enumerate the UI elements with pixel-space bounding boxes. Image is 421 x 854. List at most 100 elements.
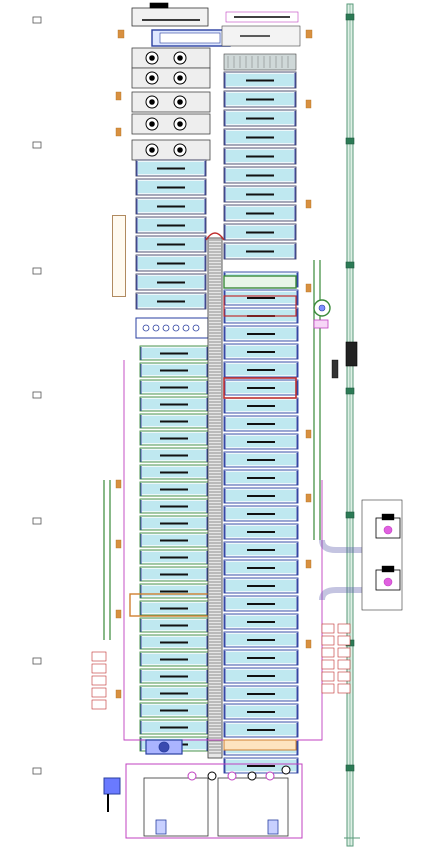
- top-blue-frame-inner: [159, 32, 221, 44]
- column-marker-icon: [32, 267, 42, 275]
- wall-column-marker: [345, 387, 355, 395]
- bottom-enclosure: [125, 763, 303, 839]
- valve-icon: [321, 623, 335, 634]
- column-marker-icon: [32, 141, 42, 149]
- green-pipe-left: [103, 480, 111, 640]
- column-tag: [115, 127, 122, 137]
- fan-hub: [177, 147, 183, 153]
- valve-icon: [337, 683, 351, 694]
- wall-device-icon: [331, 359, 339, 379]
- fan-hub: [177, 121, 183, 127]
- drain-valve-icon: [267, 819, 279, 835]
- valve-icon: [91, 699, 107, 710]
- valve-icon: [337, 647, 351, 658]
- bottom-equipment: [125, 739, 303, 839]
- center-chain-conveyor: [205, 232, 225, 759]
- wall-column-marker: [345, 261, 355, 269]
- fan-hub: [177, 75, 183, 81]
- column-tag: [115, 689, 122, 699]
- duct-upper: [319, 539, 380, 553]
- fan-hub: [149, 99, 155, 105]
- roller-icon: [192, 324, 200, 332]
- roller-icon: [152, 324, 160, 332]
- valve-icon: [337, 623, 351, 634]
- gauge-icon: [227, 771, 237, 781]
- blower-motor-icon: [383, 577, 393, 587]
- column-marker-icon: [32, 657, 42, 665]
- valve-icon: [91, 663, 107, 674]
- valve-icon: [321, 659, 335, 670]
- column-marker-icon: [32, 391, 42, 399]
- magenta-pipe: [123, 360, 323, 741]
- wall-column-marker: [345, 511, 355, 519]
- gauge-icon: [281, 765, 291, 775]
- wall-column-marker: [345, 137, 355, 145]
- wall-column-marker: [345, 764, 355, 772]
- drain-valve-icon: [155, 819, 167, 835]
- drawing-vertical-label: [112, 215, 126, 297]
- column-marker-icon: [32, 16, 42, 24]
- fan-housing: [131, 139, 211, 161]
- right-equipment: [321, 499, 403, 694]
- column-tag: [305, 29, 313, 39]
- roller-icon: [162, 324, 170, 332]
- column-tag: [305, 429, 312, 439]
- red-outline-tank: [223, 377, 297, 399]
- bottom-tank-left: [143, 777, 209, 837]
- gauge-icon: [247, 771, 257, 781]
- valve-icon: [91, 687, 107, 698]
- blower-motor-icon: [383, 525, 393, 535]
- valve-icon: [321, 683, 335, 694]
- roller-icon: [182, 324, 190, 332]
- green-header: [223, 275, 297, 289]
- right-wall: [331, 3, 360, 847]
- gauge-icon: [207, 771, 217, 781]
- piping-layer: [103, 260, 380, 741]
- mesh-panel: [223, 53, 297, 71]
- gauge-icon: [265, 771, 275, 781]
- duct-lower: [319, 587, 380, 601]
- column-tag: [115, 479, 122, 489]
- column-tag: [115, 539, 122, 549]
- fan-hub: [149, 75, 155, 81]
- top-equipment: [117, 2, 313, 47]
- side-details: [91, 651, 121, 812]
- column-tag: [117, 29, 125, 39]
- column-tag: [305, 559, 312, 569]
- bottom-orange-header: [223, 739, 297, 751]
- pump-core: [318, 304, 326, 312]
- blower-cap: [381, 565, 395, 573]
- column-marker-icon: [32, 517, 42, 525]
- left-column-markers: [32, 16, 42, 775]
- fan-housing: [131, 67, 211, 89]
- fan-housing: [131, 91, 211, 113]
- roller-icon: [172, 324, 180, 332]
- valve-icon: [91, 675, 107, 686]
- fan-hub: [149, 55, 155, 61]
- wall-column-marker: [345, 13, 355, 21]
- valve-icon: [337, 671, 351, 682]
- fan-hub: [177, 99, 183, 105]
- chain-return-arc: [205, 232, 225, 241]
- column-tag: [305, 639, 312, 649]
- motor-icon: [313, 319, 329, 329]
- top-left-unit-cap: [149, 2, 169, 9]
- wall-panel-icon: [345, 341, 358, 367]
- fan-housing: [131, 47, 211, 69]
- column-tag: [115, 609, 122, 619]
- column-tag: [305, 99, 312, 109]
- valve-icon: [321, 635, 335, 646]
- column-tag: [305, 283, 312, 293]
- fan-hub: [149, 147, 155, 153]
- valve-icon: [337, 635, 351, 646]
- roller-icon: [142, 324, 150, 332]
- valve-icon: [91, 651, 107, 662]
- top-left-unit: [131, 7, 209, 27]
- fan-units: [131, 47, 297, 161]
- column-tag: [115, 91, 122, 101]
- pump-icon: [158, 741, 170, 753]
- column-tag: [305, 493, 312, 503]
- motor-icon: [103, 777, 121, 795]
- fan-housing: [131, 113, 211, 135]
